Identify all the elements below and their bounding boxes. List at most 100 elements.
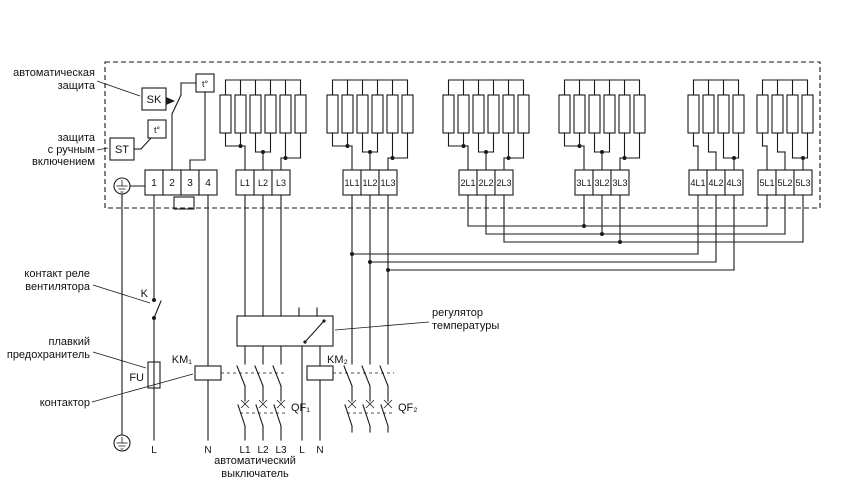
terminal-label: 1L2 [362, 178, 377, 188]
heater-element [801, 94, 814, 134]
terminal-label: 1 [151, 178, 157, 189]
annotation-temp-regulator: температуры [432, 320, 499, 332]
qf-cross-icon [347, 399, 357, 409]
heater-element [702, 94, 715, 134]
heater-element [341, 94, 354, 134]
heater-element [234, 94, 247, 134]
qf-cross-icon [240, 399, 250, 409]
annotation-pointer [92, 351, 147, 369]
terminal-label: 2L3 [496, 178, 511, 188]
junction-dot [461, 144, 466, 148]
terminal-label: 2 [169, 178, 175, 189]
annotation-pointer [96, 80, 141, 97]
junction-dot [345, 144, 350, 148]
junction-dot [368, 150, 372, 154]
annotation-pointer [96, 147, 109, 151]
terminal-label: L3 [276, 178, 286, 188]
st-label: ST [115, 144, 129, 156]
terminal-label: 1L1 [344, 178, 359, 188]
qf-cross-icon [276, 399, 286, 409]
terminal-label: L1 [240, 178, 250, 188]
junction-dot [283, 156, 288, 160]
junction-dot [152, 316, 156, 320]
heater-element [771, 94, 784, 134]
temp-sensor-box-manual [147, 119, 167, 139]
heater-element [487, 94, 500, 134]
junction-dot [622, 156, 627, 160]
heater-element [326, 94, 339, 134]
annotation-manual-protection: защита [58, 132, 96, 144]
heater-element [603, 94, 616, 134]
annotation-pointer [334, 321, 430, 331]
junction-dot [506, 156, 511, 160]
k-contact-blade [153, 300, 162, 319]
qf-cross-icon [365, 399, 375, 409]
terminal-label: 2L2 [478, 178, 493, 188]
temp-sensor-label-manual: t° [154, 125, 161, 135]
heater-element [502, 94, 515, 134]
heater-element [442, 94, 455, 134]
junction-dot [484, 150, 488, 154]
junction-dot [618, 240, 622, 244]
junction-dot [577, 144, 582, 148]
terminal-label: 3L2 [594, 178, 609, 188]
heater-element [717, 94, 730, 134]
bottom-label-ctl-L: L [299, 445, 305, 456]
terminal-label: 5L1 [759, 178, 774, 188]
terminal-label: 4L2 [708, 178, 723, 188]
annotation-auto-protection: защита [58, 80, 96, 92]
heater-element [401, 94, 414, 134]
heater-element [687, 94, 700, 134]
fu-label: FU [129, 372, 144, 384]
heater-element [386, 94, 399, 134]
junction-dot [152, 298, 156, 302]
terminal-label: 2L1 [460, 178, 475, 188]
sk-contact-blade [171, 94, 182, 115]
heater-element [786, 94, 799, 134]
annotation-manual-protection: с ручным [48, 144, 95, 156]
bottom-label-N: N [204, 445, 211, 456]
terminal-label: 5L2 [777, 178, 792, 188]
qf-contact-blade [344, 404, 353, 427]
junction-dot [261, 150, 265, 154]
heater-element [219, 94, 232, 134]
qf-contact-blade [237, 404, 246, 427]
regulator-contact-blade [304, 321, 324, 343]
temp-sensor-label-top: t° [202, 79, 209, 89]
qf2-label: QF₂ [398, 402, 418, 414]
heater-enclosure-outline [104, 61, 821, 209]
km-contact-blade [343, 365, 353, 387]
k-label: K [141, 288, 149, 300]
km-contact-blade [361, 365, 371, 387]
km2-label: KM₂ [327, 354, 348, 366]
junction-dot [732, 156, 736, 160]
terminal-label: 3L3 [612, 178, 627, 188]
bottom-label-L1: L1 [239, 445, 251, 456]
terminal-label: 4 [205, 178, 211, 189]
heater-element [618, 94, 631, 134]
km-contact-blade [272, 365, 282, 387]
annotation-temp-regulator: регулятор [432, 307, 483, 319]
heater-element [558, 94, 571, 134]
terminal-label: 5L3 [795, 178, 810, 188]
heater-element [279, 94, 292, 134]
annotation-pointer [91, 373, 194, 403]
km1-coil [194, 365, 222, 381]
qf-cross-icon [383, 399, 393, 409]
qf-contact-blade [380, 404, 389, 427]
qf-contact-blade [273, 404, 282, 427]
heater-element [588, 94, 601, 134]
bottom-label-L: L [151, 445, 157, 456]
junction-dot [600, 150, 604, 154]
heater-element [756, 94, 769, 134]
heater-element [356, 94, 369, 134]
km1-label: KM₁ [172, 354, 193, 366]
qf1-label: QF₁ [291, 402, 310, 414]
bottom-label-L3: L3 [275, 445, 287, 456]
km-contact-blade [254, 365, 264, 387]
terminal-label: 3L1 [576, 178, 591, 188]
annotation-contactor: контактор [40, 397, 90, 409]
junction-dot [801, 156, 805, 160]
